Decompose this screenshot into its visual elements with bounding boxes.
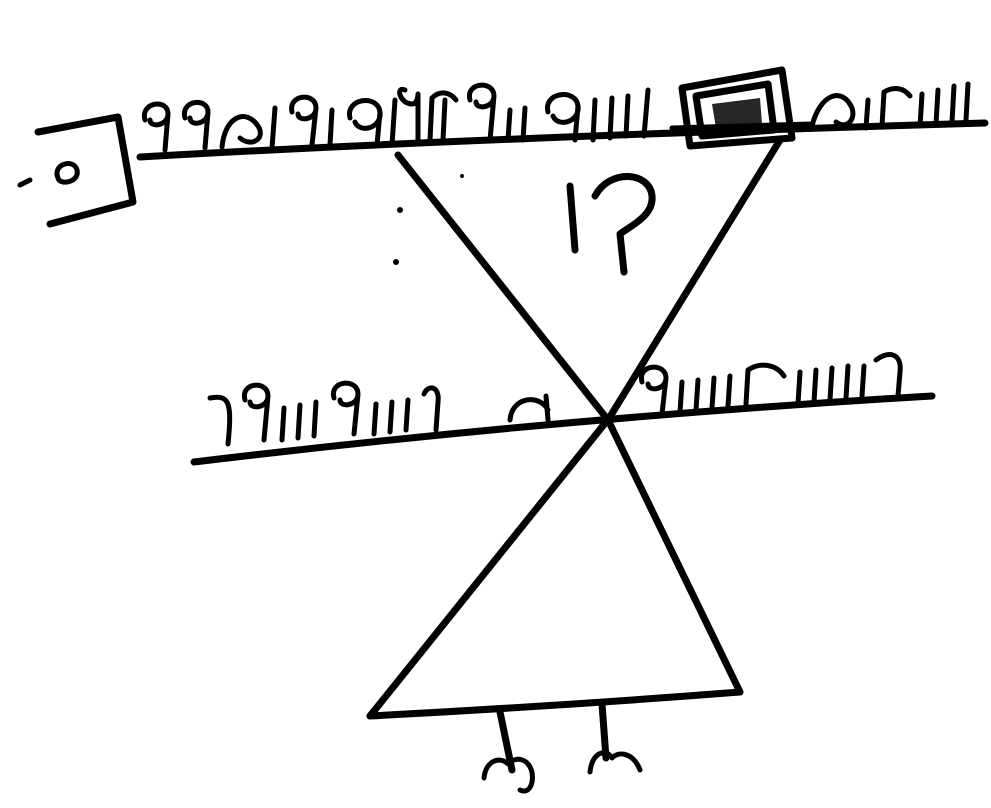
upper-baseline <box>140 123 985 157</box>
upper-triangle <box>398 140 780 420</box>
left-box-mark <box>20 117 133 224</box>
triangle-label-glyph <box>570 176 652 272</box>
middle-baseline <box>194 396 932 462</box>
middle-left-glyphs <box>210 383 548 444</box>
lower-legs <box>484 704 640 791</box>
small-framed-box <box>682 70 792 146</box>
lower-triangle <box>370 422 740 716</box>
